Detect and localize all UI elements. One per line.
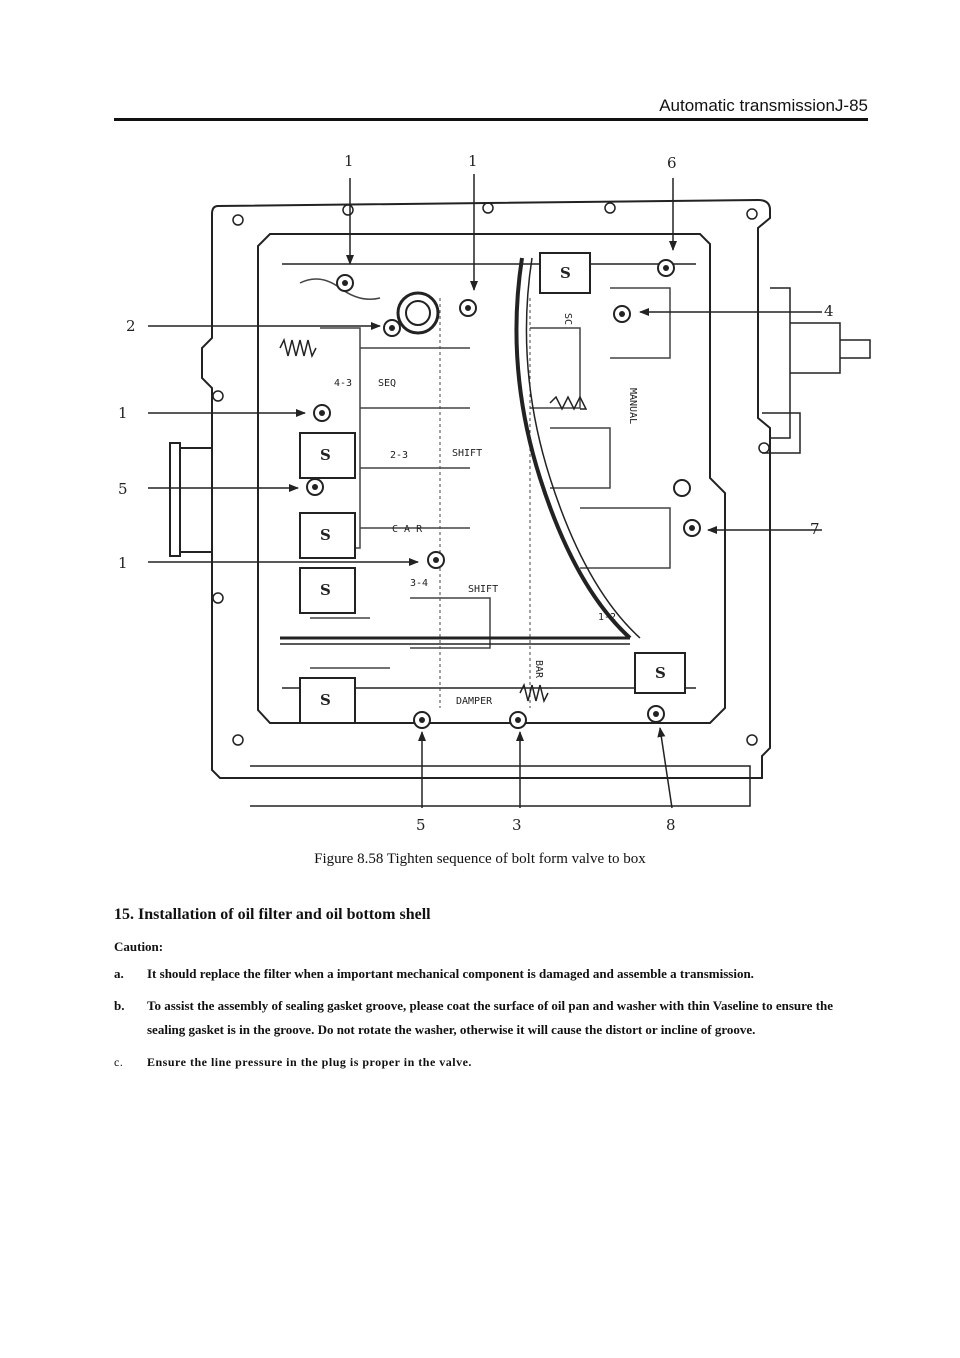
callout-5-bottom: 5 (416, 816, 426, 834)
label-seq: SEQ (378, 378, 396, 389)
case-bolt-holes (212, 202, 770, 746)
case-outline (169, 198, 871, 807)
callout-8-bottom: 8 (666, 816, 676, 834)
label-shift-b: SHIFT (468, 584, 498, 595)
callout-1-top-mid: 1 (468, 152, 478, 170)
solenoid-label-4: S (320, 691, 331, 709)
solenoid-label-2: S (320, 526, 331, 544)
running-title: Automatic transmissionJ-85 (659, 96, 868, 115)
list-item: a. It should replace the filter when a i… (114, 962, 874, 986)
header-rule (114, 118, 868, 121)
valve-channels (299, 278, 671, 708)
valve-body-figure: S S S S S S SEQ SHIFT C A R SHIFT DAMPER… (110, 148, 880, 838)
label-2-3: 2-3 (390, 450, 408, 461)
list-text: Ensure the line pressure in the plug is … (147, 1055, 472, 1069)
list-item: c. Ensure the line pressure in the plug … (114, 1050, 874, 1074)
callout-2-left: 2 (126, 317, 136, 335)
label-damper: DAMPER (456, 696, 493, 707)
list-marker: b. (114, 998, 125, 1013)
label-3-4: 3-4 (410, 578, 428, 589)
list-marker: c. (114, 1055, 124, 1069)
solenoids (299, 252, 686, 724)
filter-ring (396, 291, 440, 335)
callout-4-right: 4 (824, 302, 834, 320)
caution-label: Caution: (114, 939, 164, 954)
springs (279, 337, 588, 704)
callout-1-left-b: 1 (118, 554, 128, 572)
list-text: It should replace the filter when a impo… (147, 966, 754, 981)
label-shift-a: SHIFT (452, 448, 482, 459)
solenoid-label-6: S (655, 664, 666, 682)
valve-body-diagram: S S S S S S SEQ SHIFT C A R SHIFT DAMPER… (118, 152, 871, 834)
callout-1-top-left: 1 (344, 152, 354, 170)
label-bar: BAR (533, 660, 544, 679)
list-item: b. To assist the assembly of sealing gas… (114, 994, 874, 1042)
callout-3-bottom: 3 (512, 816, 522, 834)
wire-harness (280, 257, 641, 645)
page-header: Automatic transmissionJ-85 (114, 96, 868, 122)
caution-list: a. It should replace the filter when a i… (114, 962, 874, 1082)
callout-6-top-right: 6 (667, 154, 677, 172)
solenoid-label-5: S (560, 264, 571, 282)
label-car: C A R (392, 524, 423, 535)
callout-5-left: 5 (118, 480, 128, 498)
callout-leaders (148, 174, 822, 809)
figure-caption: Figure 8.58 Tighten sequence of bolt for… (314, 851, 646, 867)
list-marker: a. (114, 966, 124, 981)
section-title: 15. Installation of oil filter and oil b… (114, 906, 431, 923)
list-text: To assist the assembly of sealing gasket… (147, 998, 834, 1037)
label-manual: MANUAL (627, 388, 638, 424)
label-sc: SC (562, 313, 573, 325)
label-1-2: 1-2 (598, 612, 616, 623)
label-4-3: 4-3 (334, 378, 352, 389)
callout-7-right: 7 (810, 520, 820, 538)
solenoid-label-1: S (320, 446, 331, 464)
solenoid-label-3: S (320, 581, 331, 599)
callout-1-left-a: 1 (118, 404, 128, 422)
